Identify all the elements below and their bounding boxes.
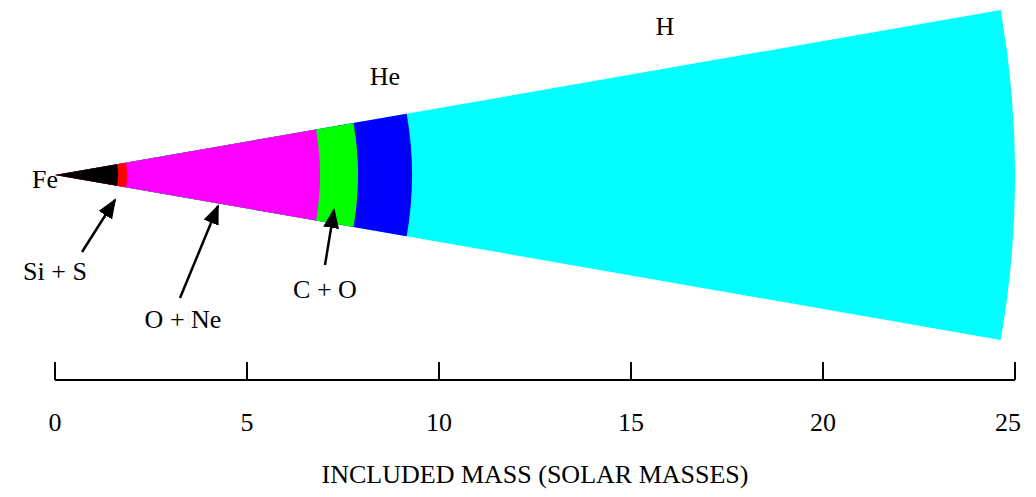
tick-label: 10 <box>426 410 452 436</box>
layer-label: C + O <box>293 277 357 303</box>
mass-layer <box>55 129 320 220</box>
mass-axis <box>55 362 1015 380</box>
leader-arrow <box>325 210 334 265</box>
tick-label: 0 <box>49 410 62 436</box>
tick-label: 15 <box>618 410 644 436</box>
mass-layer <box>55 114 412 237</box>
leader-arrow <box>82 200 115 252</box>
tick-label: 25 <box>995 410 1021 436</box>
layer-label: Si + S <box>23 259 87 285</box>
layer-label: He <box>370 64 400 90</box>
layer-wedge <box>55 10 1015 340</box>
mass-layer <box>55 163 127 188</box>
layer-label: Fe <box>32 167 58 193</box>
mass-layer <box>55 123 358 227</box>
axis-title: INCLUDED MASS (SOLAR MASSES) <box>322 462 749 488</box>
layer-label: O + Ne <box>145 307 222 333</box>
layer-label: H <box>656 14 675 40</box>
leader-arrow <box>180 206 218 298</box>
mass-layer <box>55 164 118 186</box>
tick-label: 20 <box>810 410 836 436</box>
tick-label: 5 <box>241 410 254 436</box>
mass-layer <box>55 10 1015 340</box>
